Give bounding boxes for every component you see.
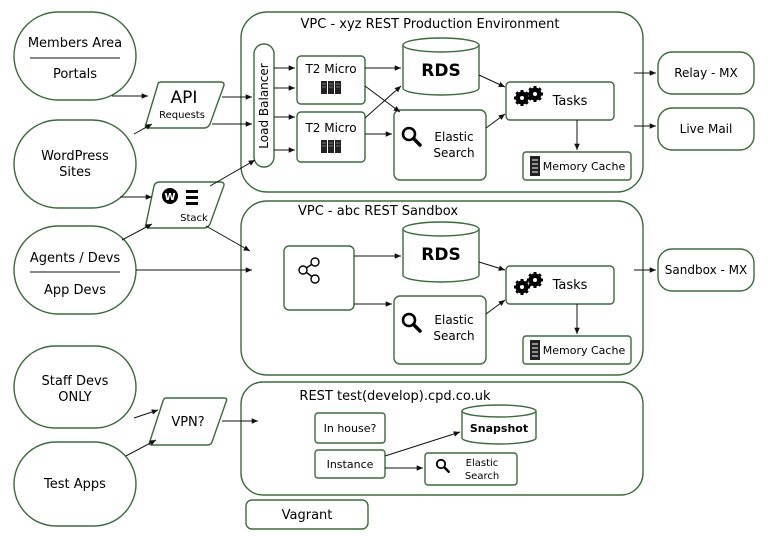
arrow-stack-sandbox bbox=[205, 225, 251, 252]
live-mail-node: Live Mail bbox=[657, 107, 755, 151]
members-area-label: Members Area bbox=[28, 36, 122, 51]
vpn-label: VPN? bbox=[171, 415, 204, 430]
vagrant-label: Vagrant bbox=[282, 508, 333, 523]
vpn-node: VPN? bbox=[148, 397, 228, 446]
arrow-agents-stack bbox=[121, 223, 153, 241]
in-house-label: In house? bbox=[324, 422, 377, 435]
prod-memory-cache-label: Memory Cache bbox=[543, 160, 626, 173]
arrow-sb-rds-tasks bbox=[478, 261, 506, 271]
server-icon bbox=[320, 80, 342, 95]
sandbox-tasks-label: Tasks bbox=[552, 278, 588, 293]
sandbox-mx-node: Sandbox - MX bbox=[657, 248, 755, 292]
api-label: API bbox=[171, 88, 198, 108]
relay-mx-label: Relay - MX bbox=[674, 66, 738, 80]
in-house-node: In house? bbox=[314, 412, 386, 444]
only-label: ONLY bbox=[58, 390, 91, 405]
snapshot-node: Snapshot bbox=[461, 404, 537, 445]
stack-label: Stack bbox=[180, 213, 208, 224]
sandbox-mx-label: Sandbox - MX bbox=[665, 263, 747, 277]
portals-label: Portals bbox=[53, 67, 97, 82]
t2-micro-2-label: T2 Micro bbox=[304, 121, 356, 135]
sandbox-rds-label: RDS bbox=[421, 245, 460, 265]
sandbox-memory-cache-label: Memory Cache bbox=[543, 344, 626, 357]
agents-devs-node: Agents / Devs App Devs bbox=[13, 225, 137, 315]
arrow-es-tasks bbox=[485, 113, 506, 129]
arrow-testapps-vpn bbox=[125, 439, 157, 457]
snapshot-label: Snapshot bbox=[470, 422, 528, 435]
arrow-t2b-rds bbox=[364, 85, 402, 119]
connectors bbox=[112, 65, 656, 471]
agents-devs-label: Agents / Devs bbox=[30, 251, 121, 266]
prod-rds-label: RDS bbox=[421, 61, 460, 81]
vagrant-node: Vagrant bbox=[245, 499, 369, 530]
test-elastic-label: Elastic bbox=[466, 458, 499, 469]
production-vpc-title: VPC - xyz REST Production Environment bbox=[301, 17, 560, 32]
wordpress-stack-node: W Stack bbox=[144, 181, 225, 229]
test-apps-node: Test Apps bbox=[13, 441, 137, 527]
prod-search-label: Search bbox=[433, 146, 474, 160]
gear-icon bbox=[525, 270, 545, 290]
sandbox-memory-cache: Memory Cache bbox=[522, 335, 632, 365]
load-balancer-label: Load Balancer bbox=[257, 63, 271, 148]
members-area-node: Members Area Portals bbox=[13, 11, 137, 101]
wordpress-icon: W bbox=[162, 188, 178, 204]
t2-micro-2: T2 Micro bbox=[296, 111, 366, 163]
arrow-t2a-es bbox=[364, 85, 401, 113]
memory-chip-icon bbox=[529, 155, 541, 177]
staff-devs-label: Staff Devs bbox=[42, 374, 109, 389]
prod-tasks-label: Tasks bbox=[552, 94, 588, 109]
server-icon bbox=[320, 139, 342, 154]
share-icon bbox=[298, 257, 320, 284]
gear-icon bbox=[512, 88, 532, 108]
arrow-wp-api bbox=[133, 123, 153, 135]
prod-memory-cache: Memory Cache bbox=[522, 151, 632, 181]
gear-icon bbox=[525, 84, 545, 104]
prod-rds: RDS bbox=[402, 37, 480, 96]
stack-icon bbox=[186, 190, 198, 205]
arrow-rds-tasks bbox=[478, 74, 506, 88]
prod-elastic-label: Elastic bbox=[434, 130, 473, 144]
api-requests-node: API Requests bbox=[144, 81, 225, 129]
wordpress-sites-node: WordPress Sites bbox=[13, 119, 137, 209]
arrow-staff-vpn bbox=[133, 409, 159, 419]
sites-label: Sites bbox=[59, 165, 91, 180]
memory-chip-icon bbox=[529, 339, 541, 361]
t2-micro-1: T2 Micro bbox=[296, 55, 366, 105]
requests-label: Requests bbox=[159, 110, 205, 121]
test-apps-label: Test Apps bbox=[43, 477, 106, 492]
t2-micro-1-label: T2 Micro bbox=[304, 62, 356, 76]
arrow-sb-es-tasks bbox=[485, 299, 506, 315]
test-search-label: Search bbox=[465, 471, 499, 482]
arrow-stack-lb bbox=[209, 159, 256, 187]
sandbox-elastic-label: Elastic bbox=[434, 313, 473, 327]
test-elastic-search: Elastic Search bbox=[424, 452, 518, 486]
svg-text:W: W bbox=[164, 192, 175, 203]
instance-node: Instance bbox=[314, 449, 386, 479]
load-balancer: Load Balancer bbox=[253, 43, 275, 168]
sandbox-rds: RDS bbox=[402, 221, 480, 283]
instance-label: Instance bbox=[327, 458, 374, 471]
app-devs-label: App Devs bbox=[44, 283, 106, 298]
staff-devs-node: Staff Devs ONLY bbox=[13, 345, 137, 429]
sandbox-vpc-title: VPC - abc REST Sandbox bbox=[298, 204, 458, 219]
sandbox-share-node bbox=[283, 245, 355, 311]
wordpress-label: WordPress bbox=[41, 149, 109, 164]
live-mail-label: Live Mail bbox=[680, 122, 733, 136]
production-vpc: VPC - xyz REST Production Environment Lo… bbox=[240, 11, 644, 193]
sandbox-elastic-search: Elastic Search bbox=[393, 295, 487, 365]
relay-mx-node: Relay - MX bbox=[657, 51, 755, 95]
test-environment-title: REST test(develop).cpd.co.uk bbox=[299, 389, 491, 404]
sandbox-tasks: Tasks bbox=[505, 265, 615, 305]
prod-tasks: Tasks bbox=[505, 81, 615, 121]
arrow-instance-snapshot bbox=[384, 431, 461, 457]
sandbox-vpc: VPC - abc REST Sandbox RDS Elastic Searc… bbox=[240, 200, 644, 376]
test-environment: REST test(develop).cpd.co.uk In house? I… bbox=[240, 381, 644, 496]
prod-elastic-search: Elastic Search bbox=[393, 109, 487, 181]
sandbox-search-label: Search bbox=[433, 329, 474, 343]
